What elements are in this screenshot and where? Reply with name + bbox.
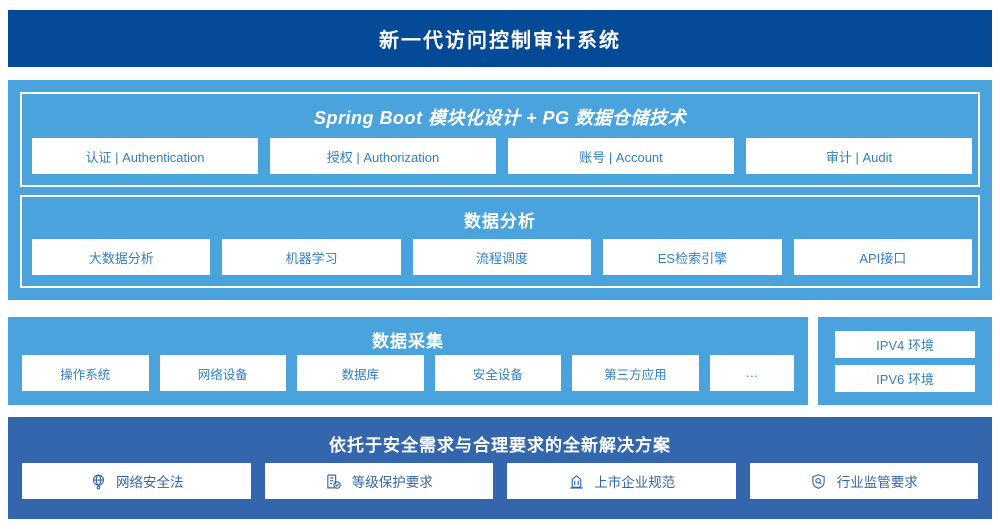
- platform-chip-audit[interactable]: 审计 | Audit: [746, 138, 972, 174]
- page-title: 新一代访问控制审计系统: [379, 30, 621, 52]
- springboot-block: Spring Boot 模块化设计 + PG 数据仓储技术 认证 | Authe…: [20, 92, 980, 187]
- collection-chip-os[interactable]: 操作系统: [22, 355, 149, 391]
- platform-chip-account[interactable]: 账号 | Account: [508, 138, 734, 174]
- analytics-chip-process-scheduling[interactable]: 流程调度: [412, 239, 592, 275]
- chip-label: 大数据分析: [88, 250, 154, 266]
- compliance-title: 依托于安全需求与合理要求的全新解决方案: [329, 436, 671, 455]
- compliance-chip-cybersecurity-law[interactable]: 网络安全法: [22, 463, 251, 499]
- chip-label: 等级保护要求: [351, 475, 433, 490]
- compliance-chip-industry-regulation[interactable]: 行业监管要求: [749, 463, 978, 499]
- analytics-chip-machine-learning[interactable]: 机器学习: [222, 239, 401, 275]
- collection-chip-database[interactable]: 数据库: [297, 355, 424, 391]
- analytics-chip-bigdata[interactable]: 大数据分析: [32, 239, 211, 275]
- chip-label: 审计 | Audit: [825, 149, 893, 165]
- compliance-section: 依托于安全需求与合理要求的全新解决方案 网络安全法: [8, 417, 992, 519]
- data-collection-title: 数据采集: [372, 332, 444, 351]
- chip-label: 机器学习: [285, 250, 338, 266]
- compliance-chip-listed-company-norms[interactable]: 上市企业规范: [507, 463, 736, 499]
- chip-label: 网络安全法: [116, 475, 184, 490]
- compliance-chip-mlps-requirement[interactable]: 等级保护要求: [264, 463, 493, 499]
- analytics-chip-es-search[interactable]: ES检索引擎: [603, 239, 782, 275]
- chip-label: ES检索引擎: [657, 250, 728, 266]
- platform-chip-authorization[interactable]: 授权 | Authorization: [270, 138, 496, 174]
- chip-label: 数据库: [341, 367, 380, 382]
- bank-building-icon: [567, 472, 585, 490]
- chip-label: 认证 | Authentication: [85, 149, 205, 165]
- collection-chip-network-device[interactable]: 网络设备: [159, 355, 287, 391]
- chip-label: 第三方应用: [604, 367, 667, 382]
- chip-label: IPV4 环境: [876, 338, 934, 353]
- chip-label: 行业监管要求: [836, 475, 918, 490]
- chip-label: IPV6 环境: [876, 372, 934, 387]
- chip-label: …: [745, 366, 759, 380]
- chip-label: 网络设备: [197, 367, 248, 382]
- data-collection-section: 数据采集 操作系统 网络设备 数据库 安全设备 第三方应用 …: [8, 317, 808, 405]
- platform-chip-authentication[interactable]: 认证 | Authentication: [32, 138, 258, 174]
- collection-chip-more[interactable]: …: [709, 355, 795, 391]
- platform-section: Spring Boot 模块化设计 + PG 数据仓储技术 认证 | Authe…: [8, 80, 992, 300]
- chip-label: 账号 | Account: [579, 149, 663, 165]
- chip-label: 安全设备: [472, 367, 523, 382]
- analytics-block: 数据分析 大数据分析 机器学习 流程调度 ES检索引擎 API接口: [20, 195, 980, 288]
- globe-network-icon: [89, 472, 107, 490]
- ipv4-environment-chip[interactable]: IPV4 环境: [835, 331, 975, 358]
- springboot-title: Spring Boot 模块化设计 + PG 数据仓储技术: [313, 108, 686, 128]
- analytics-title: 数据分析: [464, 212, 536, 231]
- chip-label: 操作系统: [60, 367, 111, 382]
- collection-chip-security-device[interactable]: 安全设备: [434, 355, 562, 391]
- chip-label: 授权 | Authorization: [326, 149, 440, 165]
- shield-search-icon: [810, 472, 828, 490]
- document-check-icon: [325, 472, 343, 490]
- chip-label: 流程调度: [476, 250, 529, 266]
- collection-chip-third-party-app[interactable]: 第三方应用: [572, 355, 699, 391]
- chip-label: 上市企业规范: [594, 475, 676, 490]
- ip-environment-section: IPV4 环境 IPV6 环境: [818, 317, 992, 405]
- analytics-chip-api[interactable]: API接口: [793, 239, 973, 275]
- ipv6-environment-chip[interactable]: IPV6 环境: [835, 365, 975, 392]
- header-bar: 新一代访问控制审计系统: [8, 10, 992, 67]
- chip-label: API接口: [859, 250, 907, 266]
